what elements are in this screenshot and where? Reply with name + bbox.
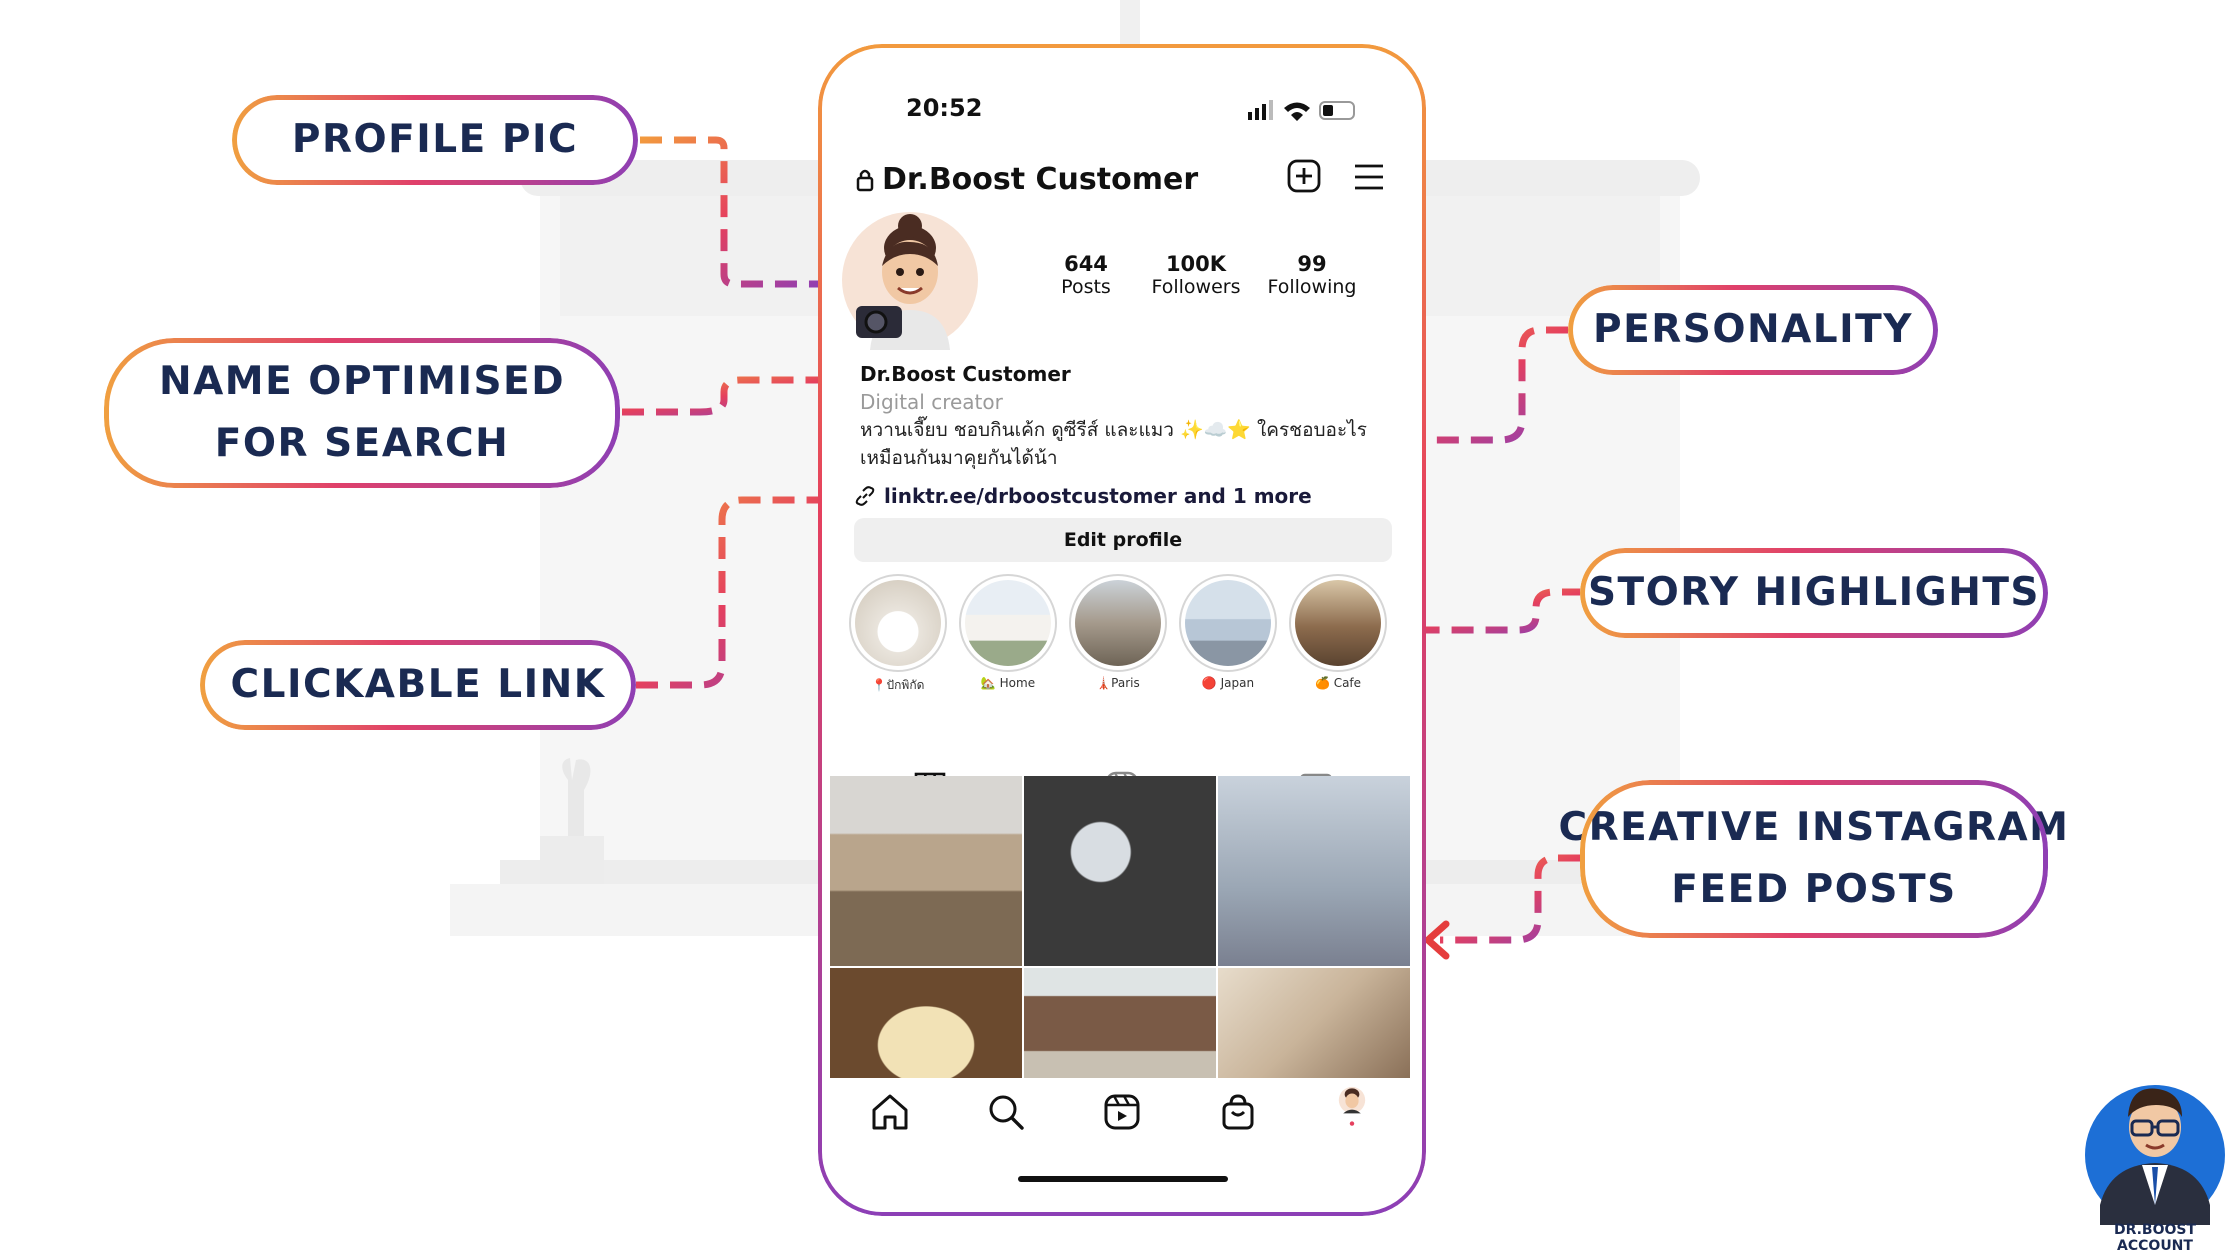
callout-clickable-link: CLICKABLE LINK xyxy=(200,640,636,730)
feed-post[interactable] xyxy=(1024,968,1216,1078)
profile-nav-avatar[interactable] xyxy=(1330,1084,1374,1128)
stat-posts[interactable]: 644 Posts xyxy=(1046,252,1126,298)
highlight-label: 🏡 Home xyxy=(980,676,1036,690)
callout-profile-pic: PROFILE PIC xyxy=(232,95,638,185)
highlight-ring xyxy=(849,574,947,672)
search-icon[interactable] xyxy=(984,1090,1028,1134)
profile-avatar[interactable] xyxy=(840,210,980,350)
highlight-cover xyxy=(965,580,1051,666)
highlight-label: 🗼Paris xyxy=(1096,676,1140,690)
home-icon[interactable] xyxy=(868,1090,912,1134)
bio-link[interactable]: linktr.ee/drboostcustomer and 1 more xyxy=(854,484,1312,508)
feed-post[interactable] xyxy=(830,776,1022,966)
bio-link-text: linktr.ee/drboostcustomer and 1 more xyxy=(884,484,1312,508)
feed-post[interactable] xyxy=(1218,776,1410,966)
highlight-label: 📍ปักพิกัด xyxy=(871,678,925,692)
profile-username[interactable]: Dr.Boost Customer xyxy=(856,162,1198,197)
link-icon xyxy=(855,486,875,506)
highlight-cover xyxy=(1295,580,1381,666)
signal-icon xyxy=(1248,112,1252,120)
feed-post[interactable] xyxy=(1218,968,1410,1078)
reels-nav-icon[interactable] xyxy=(1100,1090,1144,1134)
callout-personality: PERSONALITY xyxy=(1568,285,1938,375)
menu-icon[interactable] xyxy=(1352,162,1386,192)
stat-followers[interactable]: 100K Followers xyxy=(1146,252,1246,298)
create-post-icon[interactable] xyxy=(1286,158,1322,194)
shop-icon[interactable] xyxy=(1216,1090,1260,1134)
stat-following-value: 99 xyxy=(1297,252,1327,276)
story-highlights: 📍ปักพิกัด 🏡 Home 🗼Paris 🔴 Japan 🍊 Cafe xyxy=(846,574,1390,695)
highlight-ring xyxy=(1289,574,1387,672)
highlight-item[interactable]: 🍊 Cafe xyxy=(1286,574,1390,695)
callout-clickable-link-label: CLICKABLE LINK xyxy=(230,662,606,707)
bio-text-line2: เหมือนกันมาคุยกันได้น้า xyxy=(860,447,1058,469)
status-time: 20:52 xyxy=(906,94,983,122)
brand-label: DR.BOOST ACCOUNT xyxy=(2113,1222,2197,1254)
callout-personality-label: PERSONALITY xyxy=(1592,307,1914,352)
callout-name-line1: NAME OPTIMISED xyxy=(158,359,566,404)
feed-post[interactable] xyxy=(1024,776,1216,966)
highlight-ring xyxy=(959,574,1057,672)
home-indicator xyxy=(1018,1176,1228,1182)
bio-name: Dr.Boost Customer xyxy=(860,362,1071,386)
bio-category: Digital creator xyxy=(860,390,1003,414)
username-text: Dr.Boost Customer xyxy=(882,162,1199,197)
status-icons xyxy=(1248,100,1355,121)
highlight-label: 🍊 Cafe xyxy=(1314,676,1362,690)
stat-posts-label: Posts xyxy=(1061,276,1111,298)
highlight-item[interactable]: 📍ปักพิกัด xyxy=(846,574,950,695)
wifi-icon xyxy=(1284,102,1310,121)
highlight-cover xyxy=(855,580,941,666)
highlight-ring xyxy=(1179,574,1277,672)
callout-feed-line1: CREATIVE INSTAGRAM xyxy=(1558,805,2070,850)
phone-screen: 20:52 Dr.Boost Customer 644 xyxy=(818,44,1426,1216)
callout-story-highlights: STORY HIGHLIGHTS xyxy=(1580,548,2048,638)
callout-name-optimised: NAME OPTIMISED FOR SEARCH xyxy=(104,338,620,488)
highlight-cover xyxy=(1075,580,1161,666)
stat-posts-value: 644 xyxy=(1064,252,1108,276)
highlight-ring xyxy=(1069,574,1167,672)
bio-text: หวานเจี๊ยบ ชอบกินเค้ก ดูซีรีส์ และแมว ✨☁… xyxy=(860,416,1380,472)
callout-profile-pic-label: PROFILE PIC xyxy=(291,117,579,162)
dr-boost-logo xyxy=(2085,1085,2225,1225)
stat-following-label: Following xyxy=(1267,276,1357,298)
lock-icon xyxy=(856,169,874,191)
highlight-cover xyxy=(1185,580,1271,666)
callout-feed-posts: CREATIVE INSTAGRAM FEED POSTS xyxy=(1559,780,2068,938)
callout-story-highlights-label: STORY HIGHLIGHTS xyxy=(1587,570,2041,615)
edit-profile-button[interactable]: Edit profile xyxy=(854,518,1392,562)
callout-feed-line2: FEED POSTS xyxy=(1671,867,1957,912)
stat-followers-label: Followers xyxy=(1151,276,1241,298)
highlight-item[interactable]: 🏡 Home xyxy=(956,574,1060,695)
stat-followers-value: 100K xyxy=(1165,252,1227,276)
highlight-item[interactable]: 🔴 Japan xyxy=(1176,574,1280,695)
callout-name-line2: FOR SEARCH xyxy=(214,421,510,466)
highlight-label: 🔴 Japan xyxy=(1201,676,1255,690)
bio-text-line1: หวานเจี๊ยบ ชอบกินเค้ก ดูซีรีส์ และแมว ✨☁… xyxy=(860,419,1367,441)
highlight-item[interactable]: 🗼Paris xyxy=(1066,574,1170,695)
feed-post[interactable] xyxy=(830,968,1022,1078)
stat-following[interactable]: 99 Following xyxy=(1262,252,1362,298)
